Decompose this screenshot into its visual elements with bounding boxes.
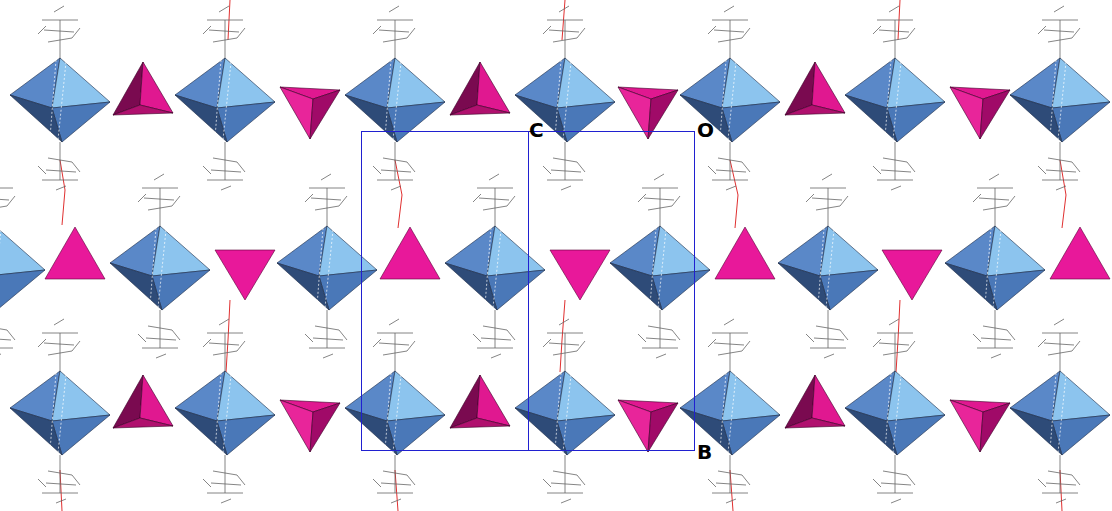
unit-cell bbox=[362, 132, 695, 451]
axis-label: C bbox=[529, 120, 544, 140]
axis-label: O bbox=[697, 120, 714, 140]
axis-label: B bbox=[697, 442, 712, 462]
ligands bbox=[0, 6, 1080, 503]
octahedra bbox=[0, 58, 1110, 455]
linker-bonds bbox=[60, 0, 1066, 511]
